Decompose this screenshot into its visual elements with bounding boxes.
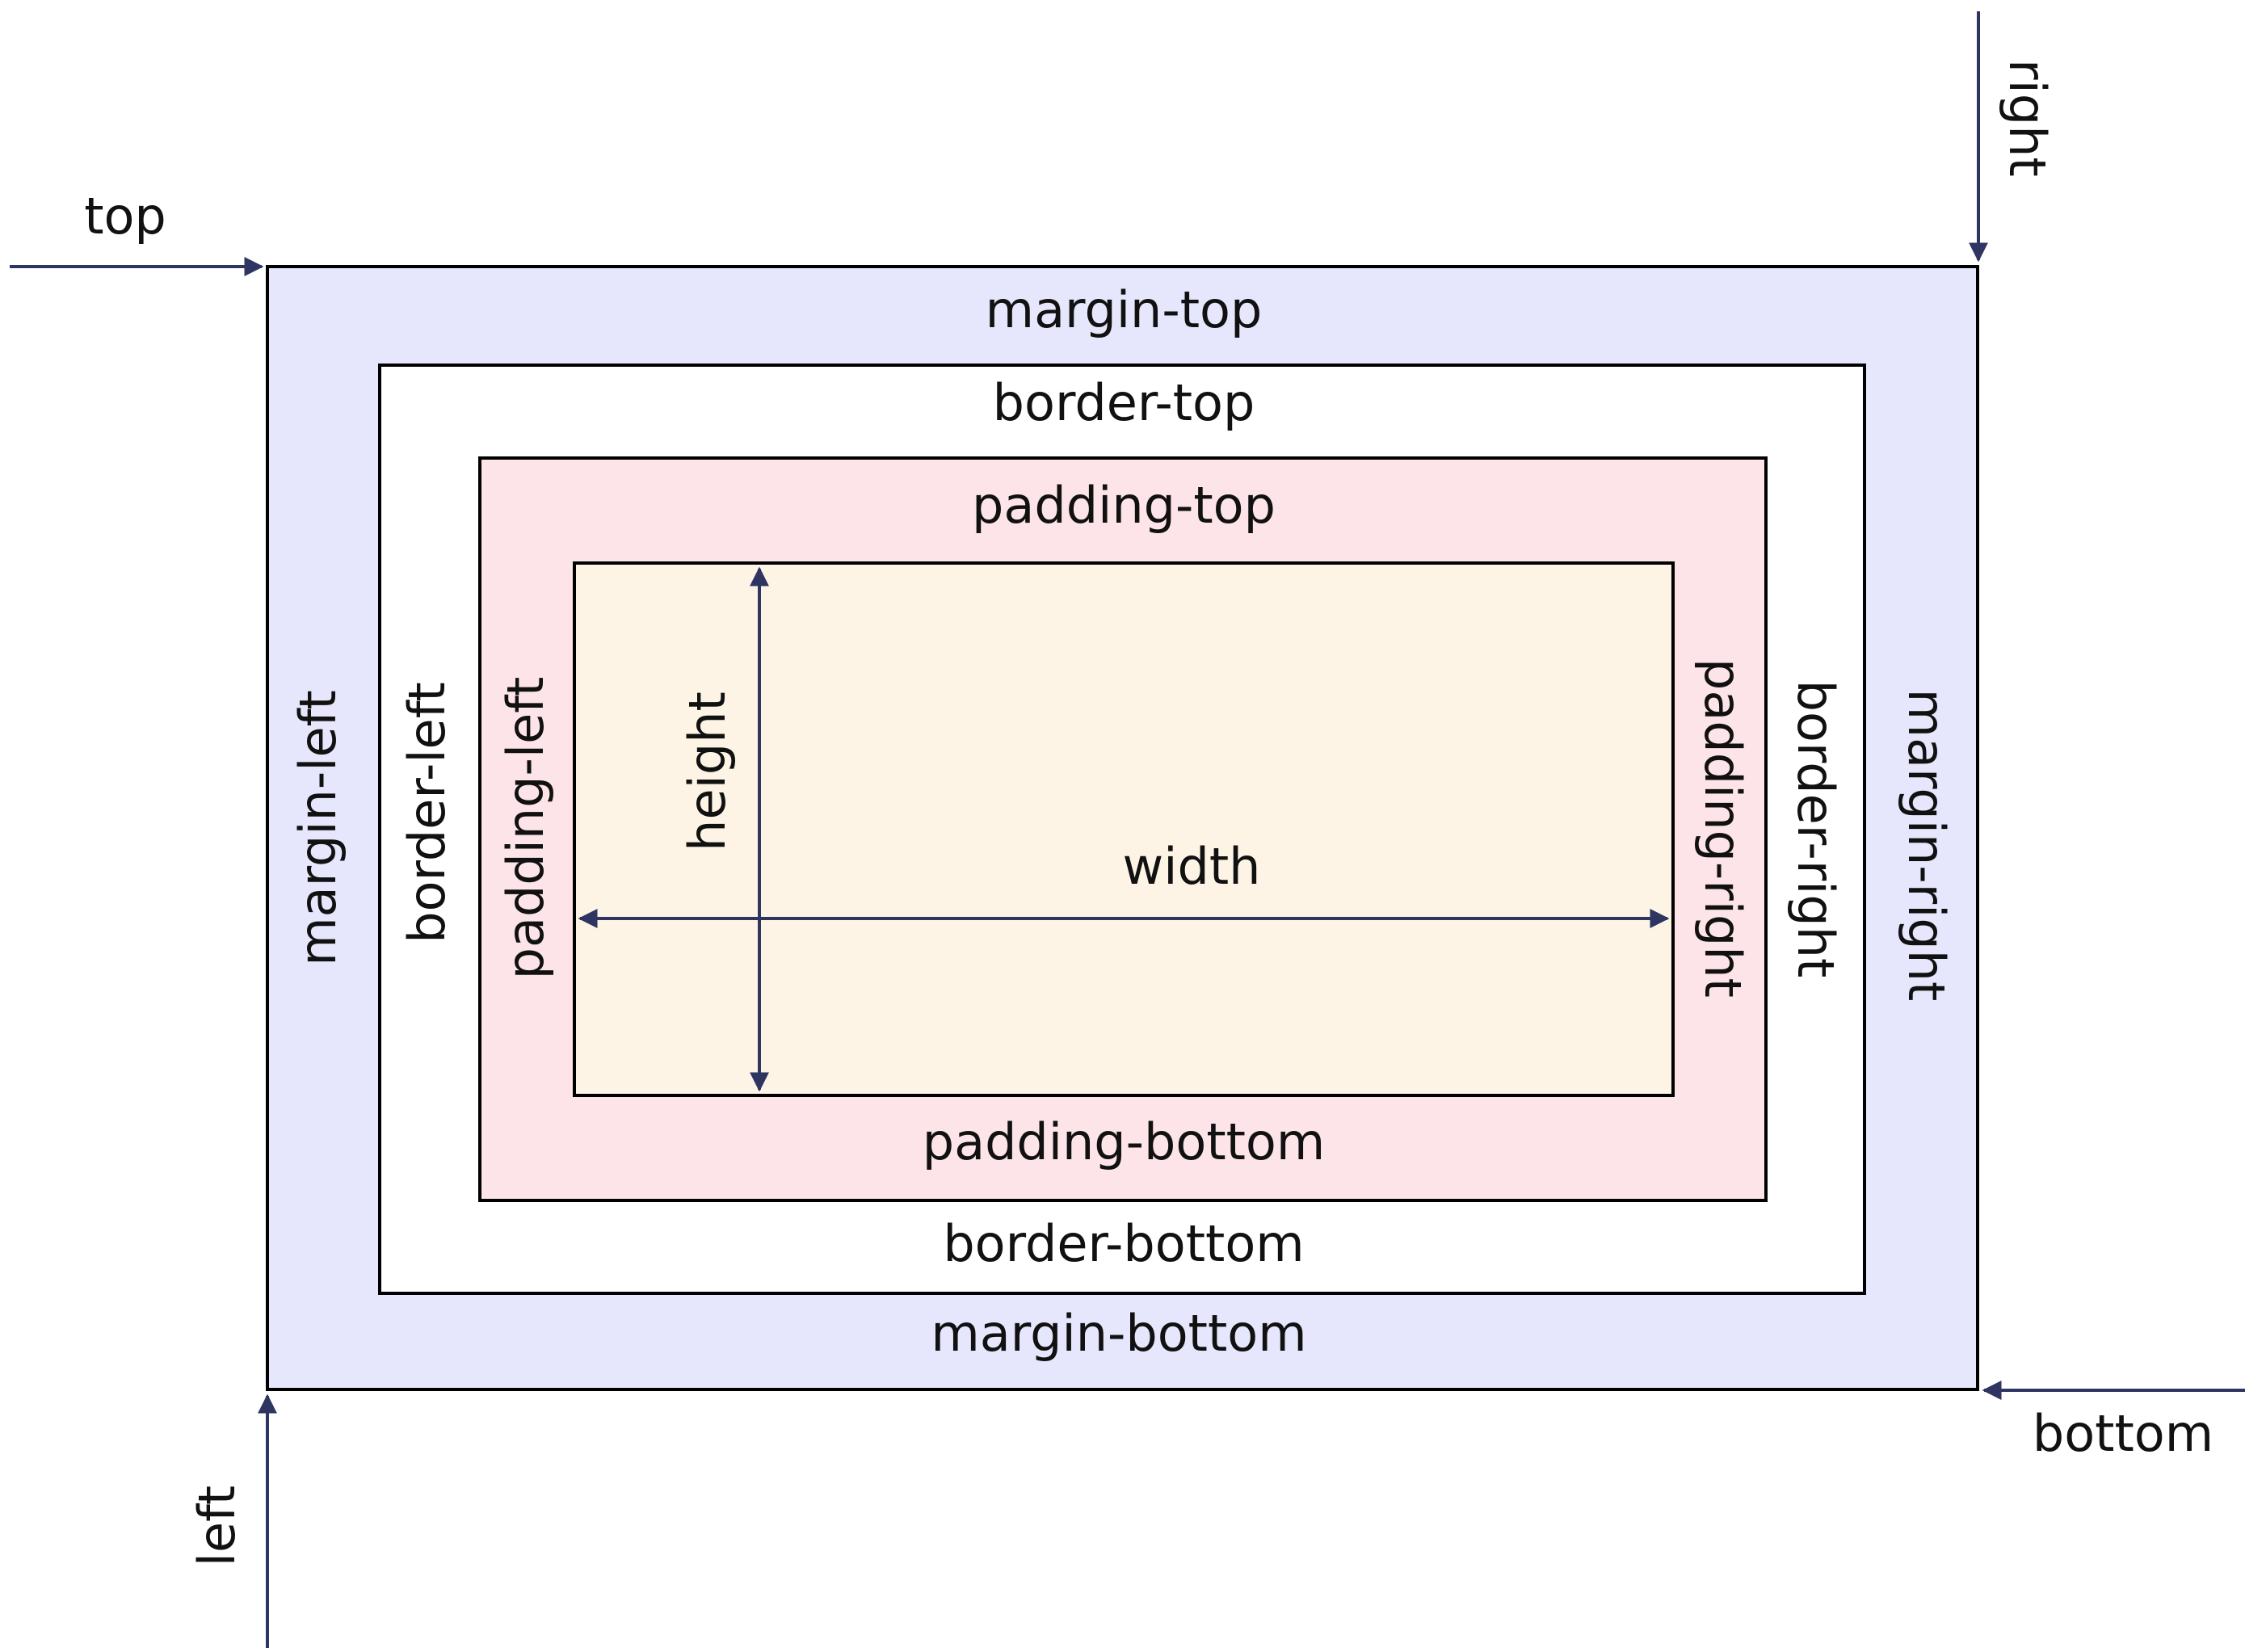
margin-bottom-label: margin-bottom <box>931 1304 1306 1363</box>
left-label: left <box>187 1486 246 1566</box>
margin-right-label: margin-right <box>1897 689 1956 1002</box>
border-left-label: border-left <box>397 682 456 944</box>
padding-right-label: padding-right <box>1693 658 1752 998</box>
width-label: width <box>1123 837 1261 896</box>
padding-left-label: padding-left <box>496 677 555 980</box>
margin-top-label: margin-top <box>986 280 1263 339</box>
top-label: top <box>84 187 166 246</box>
height-label: height <box>678 691 737 851</box>
right-label: right <box>1998 59 2057 177</box>
bottom-label: bottom <box>2033 1404 2213 1463</box>
margin-left-label: margin-left <box>288 690 347 965</box>
padding-top-label: padding-top <box>972 476 1276 535</box>
border-top-label: border-top <box>993 373 1255 432</box>
border-right-label: border-right <box>1786 680 1845 978</box>
padding-bottom-label: padding-bottom <box>923 1112 1326 1171</box>
content-box <box>573 561 1675 1097</box>
border-bottom-label: border-bottom <box>943 1214 1304 1273</box>
